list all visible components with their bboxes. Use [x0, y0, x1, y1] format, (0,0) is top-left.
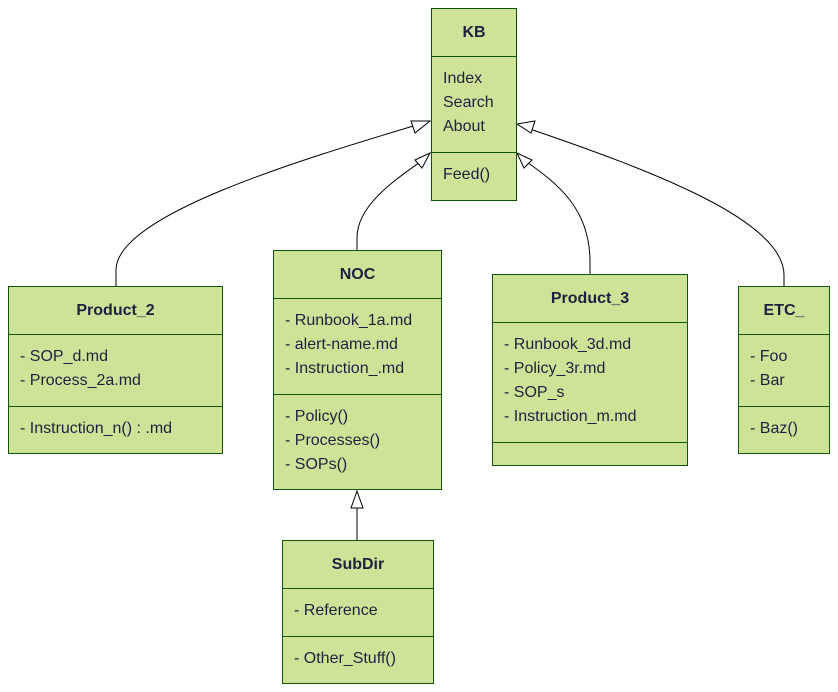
class-product-2[interactable]: Product_2 - SOP_d.md - Process_2a.md - I…: [8, 286, 223, 454]
class-subdir-title: SubDir: [283, 541, 433, 589]
class-subdir-attributes: - Reference: [283, 589, 433, 637]
class-noc-attributes: - Runbook_1a.md - alert-name.md - Instru…: [274, 299, 441, 395]
edge-product2-kb-arrowhead: [410, 120, 432, 134]
edge-noc-kb-arrowhead: [414, 151, 432, 169]
class-product-3-attribute: - Runbook_3d.md: [504, 336, 632, 353]
class-subdir-methods: - Other_Stuff(): [283, 637, 433, 671]
class-subdir[interactable]: SubDir - Reference - Other_Stuff(): [282, 540, 434, 684]
class-kb-attribute: About: [443, 118, 485, 135]
class-product-3-title: Product_3: [493, 275, 687, 323]
class-noc-attribute: - Instruction_.md: [285, 360, 405, 377]
edge-etc-kb-arrowhead: [515, 120, 536, 134]
class-product-3[interactable]: Product_3 - Runbook_3d.md - Policy_3r.md…: [492, 274, 688, 466]
class-product-2-attributes: - SOP_d.md - Process_2a.md: [9, 335, 222, 407]
class-kb-method: Feed(): [443, 166, 491, 183]
class-noc[interactable]: NOC - Runbook_1a.md - alert-name.md - In…: [273, 250, 442, 490]
class-noc-method: - Processes(): [285, 432, 381, 449]
class-etc-title: ETC_: [739, 287, 829, 335]
class-kb-attribute: Search: [443, 94, 494, 111]
class-product-2-methods: - Instruction_n() : .md: [9, 407, 222, 441]
edge-product2-kb: [115, 123, 421, 286]
class-noc-method: - SOPs(): [285, 456, 348, 473]
class-etc-method: - Baz(): [750, 420, 798, 437]
edge-product3-kb-arrowhead: [515, 151, 533, 169]
edge-product3-kb: [523, 159, 591, 274]
class-noc-title: NOC: [274, 251, 441, 299]
class-kb[interactable]: KB Index Search About Feed(): [431, 8, 517, 201]
class-product-3-attribute: - SOP_s: [504, 384, 565, 401]
class-product-2-attribute: - SOP_d.md: [20, 348, 109, 365]
class-kb-attributes: Index Search About: [432, 57, 516, 153]
class-product-3-methods: [493, 443, 687, 453]
class-subdir-attribute: - Reference: [294, 602, 378, 619]
class-noc-method: - Policy(): [285, 408, 349, 425]
edge-etc-kb: [526, 127, 785, 286]
class-kb-title: KB: [432, 9, 516, 57]
class-etc-methods: - Baz(): [739, 407, 829, 441]
class-noc-attribute: - alert-name.md: [285, 336, 398, 353]
class-kb-attribute: Index: [443, 70, 483, 87]
edge-subdir-noc-arrowhead: [350, 489, 364, 509]
class-etc-attribute: - Bar: [750, 372, 785, 389]
class-subdir-method: - Other_Stuff(): [294, 650, 396, 667]
class-product-3-attribute: - Instruction_m.md: [504, 408, 637, 425]
class-kb-methods: Feed(): [432, 153, 516, 187]
class-product-2-method: - Instruction_n() : .md: [20, 420, 173, 437]
class-etc-attributes: - Foo - Bar: [739, 335, 829, 407]
class-noc-attribute: - Runbook_1a.md: [285, 312, 413, 329]
class-etc-attribute: - Foo: [750, 348, 788, 365]
class-noc-methods: - Policy() - Processes() - SOPs(): [274, 395, 441, 477]
class-product-2-title: Product_2: [9, 287, 222, 335]
class-etc[interactable]: ETC_ - Foo - Bar - Baz(): [738, 286, 830, 454]
edge-noc-kb: [356, 159, 424, 250]
class-product-3-attribute: - Policy_3r.md: [504, 360, 606, 377]
class-product-3-attributes: - Runbook_3d.md - Policy_3r.md - SOP_s -…: [493, 323, 687, 443]
class-product-2-attribute: - Process_2a.md: [20, 372, 141, 389]
